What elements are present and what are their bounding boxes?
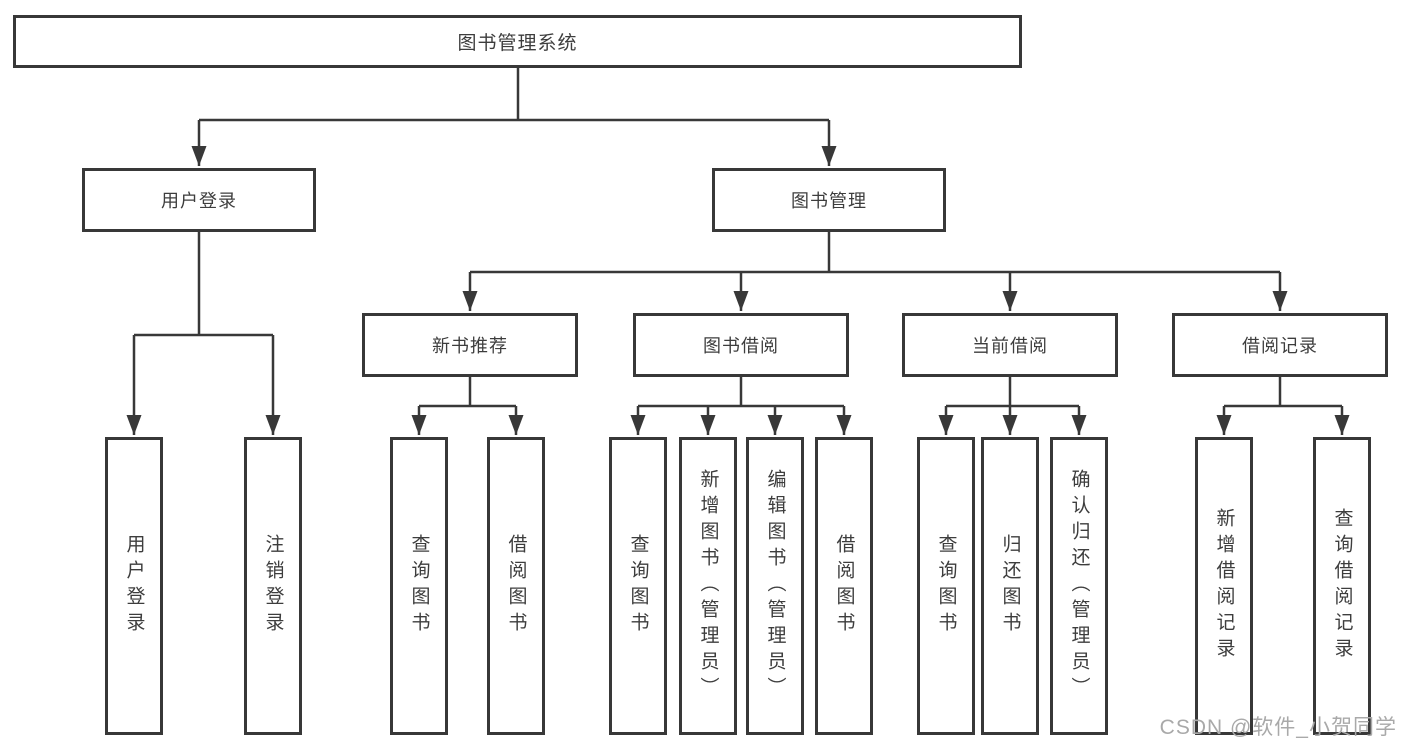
- node-new-book-recommendation: 新书推荐: [362, 313, 578, 377]
- node-leaf-query-borrow-record: 查询借阅记录: [1313, 437, 1371, 735]
- node-book-borrowing: 图书借阅: [633, 313, 849, 377]
- node-leaf-query-books-borrowing: 查询图书: [609, 437, 667, 735]
- node-leaf-add-borrow-record: 新增借阅记录: [1195, 437, 1253, 735]
- node-book-management-system: 图书管理系统: [13, 15, 1022, 68]
- node-leaf-user-login: 用户登录: [105, 437, 163, 735]
- node-leaf-return-books: 归还图书: [981, 437, 1039, 735]
- node-leaf-query-books-current: 查询图书: [917, 437, 975, 735]
- node-current-borrowing: 当前借阅: [902, 313, 1118, 377]
- node-leaf-add-books-admin: 新增图书（管理员）: [679, 437, 737, 735]
- node-leaf-borrow-books: 借阅图书: [815, 437, 873, 735]
- node-book-management: 图书管理: [712, 168, 946, 232]
- node-leaf-query-books-recommend: 查询图书: [390, 437, 448, 735]
- node-leaf-edit-books-admin: 编辑图书（管理员）: [746, 437, 804, 735]
- node-leaf-confirm-return-admin: 确认归还（管理员）: [1050, 437, 1108, 735]
- node-leaf-logout: 注销登录: [244, 437, 302, 735]
- node-leaf-borrow-books-recommend: 借阅图书: [487, 437, 545, 735]
- node-user-login: 用户登录: [82, 168, 316, 232]
- node-borrowing-records: 借阅记录: [1172, 313, 1388, 377]
